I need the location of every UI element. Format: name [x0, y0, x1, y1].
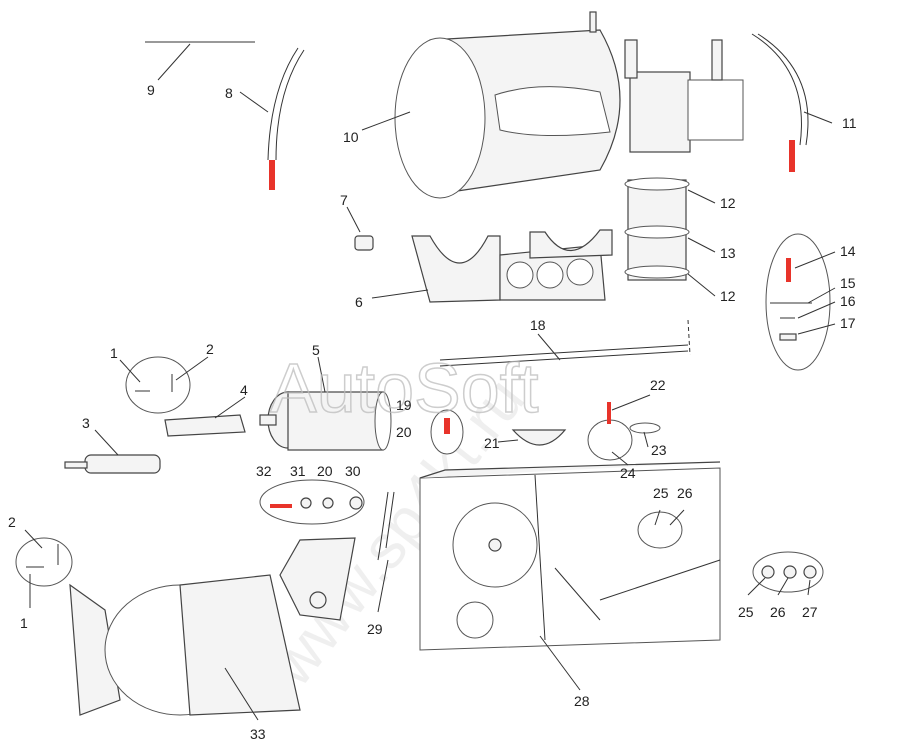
part-6-cradle [411, 229, 613, 303]
autosoft-watermark: AutoSoft [270, 349, 539, 427]
callout-12-top: 12 [720, 195, 736, 211]
part-20-group [430, 402, 633, 461]
part-1-2-group-top [125, 356, 191, 414]
callout-4: 4 [240, 382, 248, 398]
part-10-tank [394, 11, 744, 199]
callout-15: 15 [840, 275, 856, 291]
callout-31: 31 [290, 463, 306, 479]
callout-5: 5 [312, 342, 320, 358]
callout-2-bottom: 2 [8, 514, 16, 530]
callout-30: 30 [345, 463, 361, 479]
callout-19: 19 [396, 397, 412, 413]
part-29-strip [377, 491, 395, 561]
callout-13: 13 [720, 245, 736, 261]
callout-labels: 9 8 10 11 12 13 12 7 6 14 15 16 17 18 5 … [8, 82, 857, 742]
callout-20-upper: 20 [396, 424, 412, 440]
part-5-motor [259, 391, 392, 451]
callout-1-bottom: 1 [20, 615, 28, 631]
callout-27: 27 [802, 604, 818, 620]
part-4-bracket [164, 414, 246, 437]
callout-32: 32 [256, 463, 272, 479]
part-21-cup [511, 429, 567, 446]
callout-25-lower: 25 [738, 604, 754, 620]
callout-10: 10 [343, 129, 359, 145]
callout-2-top: 2 [206, 341, 214, 357]
callout-24: 24 [620, 465, 636, 481]
part-30-32-group [259, 479, 365, 525]
part-18-rod [439, 319, 691, 367]
callout-28: 28 [574, 693, 590, 709]
leader-lines [24, 43, 836, 721]
callout-12-bottom: 12 [720, 288, 736, 304]
part-22-highlight [607, 402, 611, 424]
part-23-washer [629, 422, 661, 434]
part-32-highlight [270, 504, 292, 508]
part-14-17-group [765, 233, 831, 371]
part-12-13-hose [624, 177, 690, 281]
callout-14: 14 [840, 243, 856, 259]
part-20-highlight [444, 418, 450, 434]
callout-26-lower: 26 [770, 604, 786, 620]
callout-8: 8 [225, 85, 233, 101]
callout-33: 33 [250, 726, 266, 742]
part-28-frame [419, 461, 824, 651]
part-14-highlight [786, 258, 791, 282]
part-3-cylinder [64, 454, 161, 474]
callout-16: 16 [840, 293, 856, 309]
callout-18: 18 [530, 317, 546, 333]
part-1-2-group-bottom [15, 537, 73, 587]
callout-23: 23 [651, 442, 667, 458]
part-8-highlight [269, 160, 275, 190]
callout-29: 29 [367, 621, 383, 637]
callout-3: 3 [82, 415, 90, 431]
part-33-body [69, 537, 356, 716]
callout-17: 17 [840, 315, 856, 331]
callout-25-upper: 25 [653, 485, 669, 501]
callout-21: 21 [484, 435, 500, 451]
callout-1-top: 1 [110, 345, 118, 361]
part-7-bushing [354, 235, 374, 251]
callout-11: 11 [842, 115, 857, 131]
part-11-strap [751, 33, 809, 172]
callout-26-upper: 26 [677, 485, 693, 501]
part-8-strap [267, 47, 305, 190]
callout-7: 7 [340, 192, 348, 208]
callout-22: 22 [650, 377, 666, 393]
callout-6: 6 [355, 294, 363, 310]
callout-9: 9 [147, 82, 155, 98]
part-11-highlight [789, 140, 795, 172]
callout-20-lower: 20 [317, 463, 333, 479]
